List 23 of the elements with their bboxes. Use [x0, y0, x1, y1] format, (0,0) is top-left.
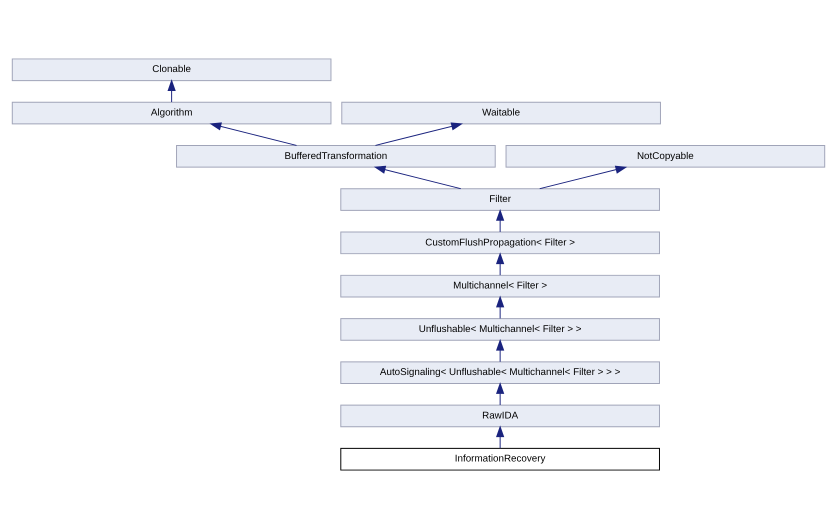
arrow	[167, 78, 176, 102]
arrow	[496, 295, 504, 318]
node-box: CustomFlushPropagation< Filter >	[340, 231, 660, 254]
arrow	[496, 208, 504, 232]
node-box: NotCopyable	[506, 144, 826, 168]
arrow	[374, 165, 462, 189]
node-box: Multichannel< Filter >	[340, 274, 660, 297]
node-box: Algorithm	[12, 101, 332, 124]
node-box: Clonable	[12, 58, 332, 81]
arrow	[209, 122, 298, 146]
arrow	[539, 165, 628, 189]
node-box: InformationRecovery	[340, 447, 660, 470]
arrow	[496, 424, 504, 448]
node-box: Waitable	[341, 101, 661, 124]
arrow	[496, 382, 504, 405]
node-box: AutoSignaling< Unflushable< Multichannel< Filter > > >	[340, 360, 660, 384]
node-box: BufferedTransformation	[176, 144, 496, 168]
arrow	[496, 252, 504, 276]
node-box: Filter	[340, 188, 660, 210]
node-box: RawIDA	[340, 404, 660, 427]
arrow	[374, 122, 464, 146]
arrow	[496, 338, 504, 362]
node-box: Unflushable< Multichannel< Filter > >	[340, 318, 660, 340]
